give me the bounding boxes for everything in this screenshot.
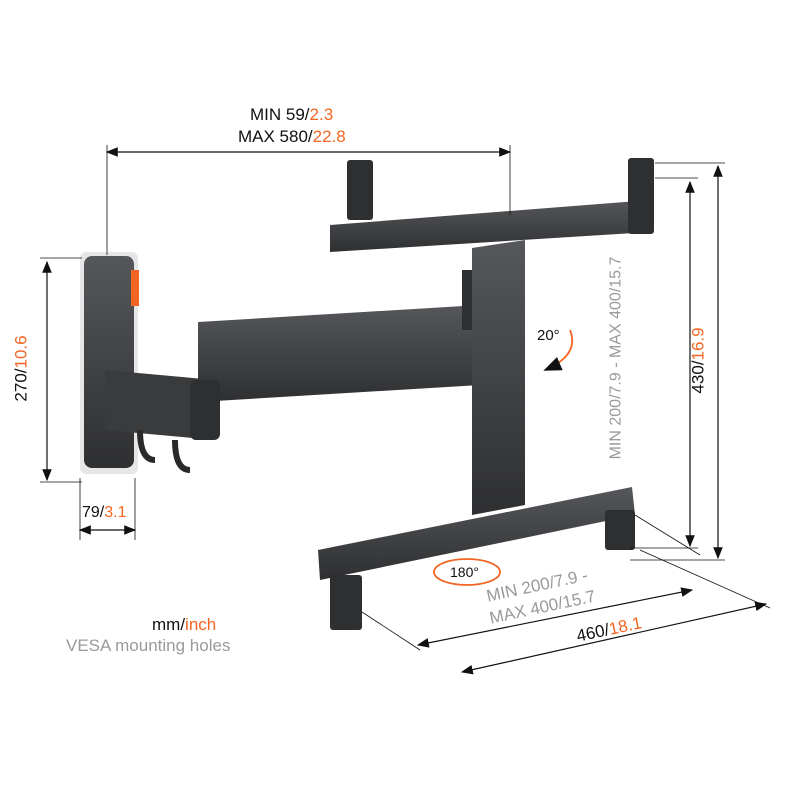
tilt-angle-label: 20° [537, 327, 560, 344]
depth-min-label: MIN 59/2.3 [250, 105, 334, 124]
swivel-arc-icon [433, 558, 501, 586]
plate-width-label: 79/3.1 [82, 504, 127, 521]
articulating-arm [105, 305, 480, 473]
wall-plate [80, 252, 139, 474]
swivel-angle-label: 180° [450, 564, 479, 580]
top-bracket-bar [330, 158, 654, 252]
vesa-legend: VESA mounting holes [66, 636, 231, 655]
total-height-label: 430/16.9 [688, 327, 708, 394]
vertical-post [462, 240, 525, 515]
dimension-lines [40, 145, 771, 675]
depth-max-label: MAX 580/22.8 [238, 127, 346, 146]
vesa-vertical-label: MIN 200/7.9 - MAX 400/15.7 [607, 256, 625, 460]
plate-height-label: 270/10.6 [11, 335, 31, 402]
orange-tab [131, 270, 139, 306]
tilt-arc-icon [543, 329, 574, 371]
bottom-bracket-bar [318, 487, 635, 630]
unit-legend: mm/inch [152, 615, 217, 634]
